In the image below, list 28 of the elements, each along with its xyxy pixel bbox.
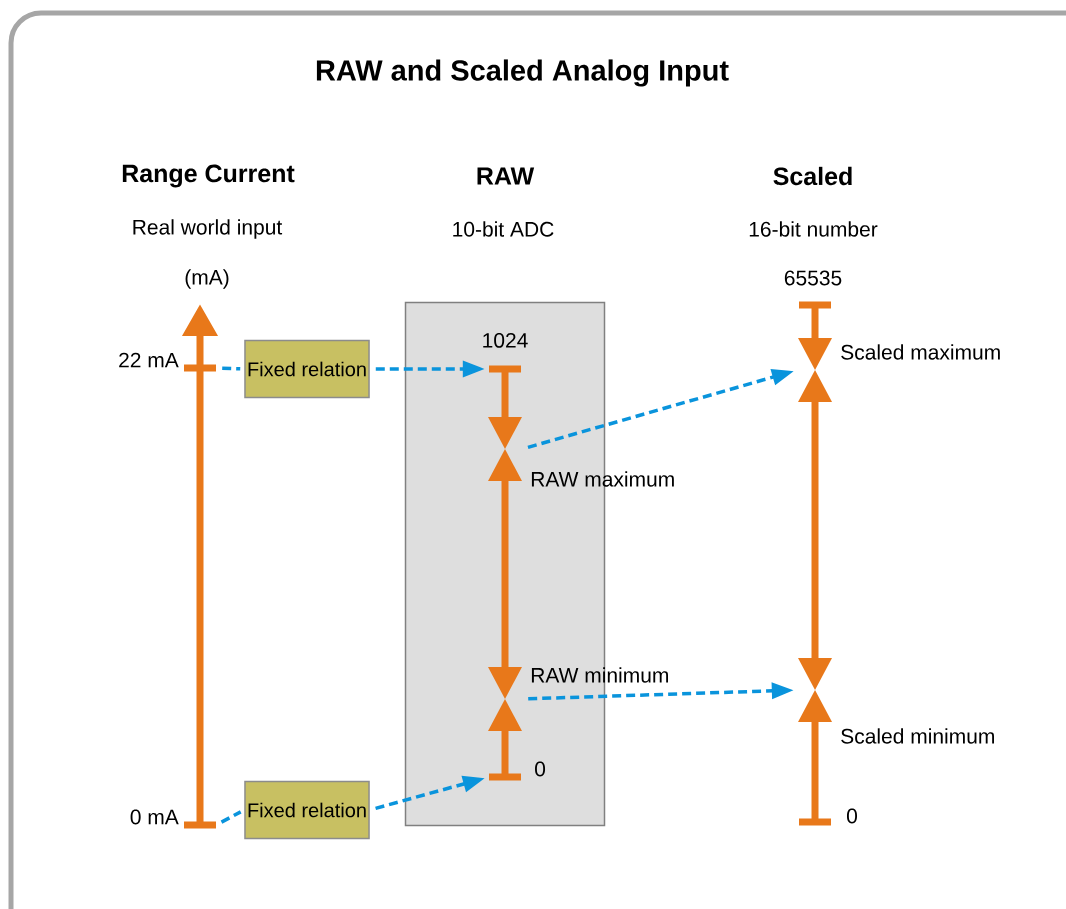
title: RAW and Scaled Analog Input xyxy=(316,59,729,87)
tick-mark xyxy=(184,821,216,829)
value-label: RAW minimum xyxy=(531,667,668,683)
hourglass-marker xyxy=(798,658,832,722)
caption-text: 0 xyxy=(847,808,857,824)
value-label: 0 mA xyxy=(130,809,179,825)
value-label: Scaled minimum xyxy=(841,728,994,744)
relation-box: Fixed relation xyxy=(244,780,370,840)
tick-mark xyxy=(489,773,521,781)
caption-text: 65535 xyxy=(784,270,842,286)
caption-text: (mA) xyxy=(185,269,229,289)
caption-text: 10-bit ADC xyxy=(453,221,554,237)
column-heading: RAW xyxy=(477,167,535,185)
value-label: 0 xyxy=(535,761,546,777)
relation-box: Fixed relation xyxy=(244,339,370,399)
hourglass-marker xyxy=(798,338,832,402)
column-heading: Range Current xyxy=(122,164,295,188)
tick-mark xyxy=(489,365,521,373)
tick-mark xyxy=(184,364,216,372)
hourglass-marker xyxy=(488,417,522,481)
hourglass-marker xyxy=(488,667,522,731)
value-label: 22 mA xyxy=(119,352,179,368)
value-label: Scaled maximum xyxy=(841,344,1000,360)
caption-text: Real world input xyxy=(133,219,283,239)
value-label: RAW maximum xyxy=(531,471,674,487)
value-label: 1024 xyxy=(483,332,528,348)
column-heading: Scaled xyxy=(773,166,852,186)
caption-text: 16-bit number xyxy=(749,221,878,237)
